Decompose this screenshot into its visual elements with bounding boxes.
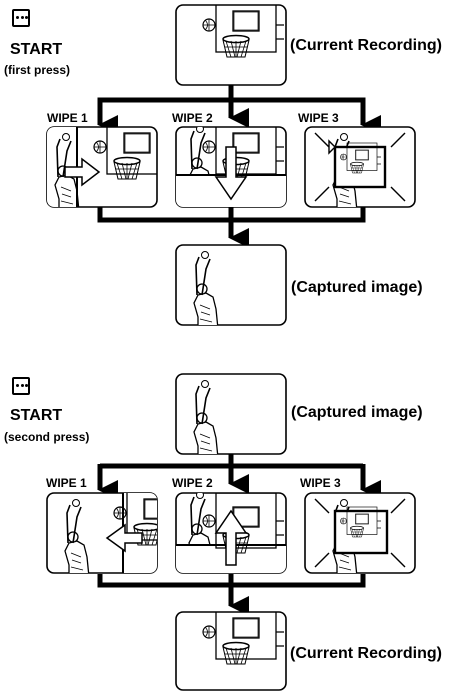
wipe-3-frame: [304, 126, 416, 208]
bottom-caption: (Current Recording): [290, 645, 442, 662]
flow-connector: [97, 85, 381, 248]
current-recording-frame: [175, 4, 287, 86]
wipe-1-label: WIPE 1: [47, 111, 88, 125]
wipe-3-frame: [304, 492, 416, 574]
wipe-2-frame: [175, 492, 287, 574]
top-caption: (Captured image): [291, 404, 423, 421]
shrink-arrows-icon: [314, 132, 406, 202]
left-arrow-icon: [105, 523, 143, 553]
bottom-caption: (Captured image): [291, 279, 423, 296]
wipe-1-label: WIPE 1: [46, 476, 87, 490]
wipe-2-frame: [175, 126, 287, 208]
wipe-2-label: WIPE 2: [172, 476, 213, 490]
up-arrow-icon: [214, 509, 248, 566]
start-label: START: [10, 407, 63, 424]
expand-arrows-icon: [314, 498, 406, 568]
top-caption: (Current Recording): [290, 37, 442, 54]
start-button-icon: [12, 377, 30, 395]
right-arrow-icon: [64, 157, 101, 187]
press-label: (second press): [4, 430, 90, 444]
flow-connector: [97, 454, 381, 616]
start-button-icon: [12, 9, 30, 27]
wipe-3-label: WIPE 3: [300, 476, 341, 490]
down-arrow-icon: [214, 146, 248, 201]
first-press-section: [46, 4, 416, 326]
wipe-2-label: WIPE 2: [172, 111, 213, 125]
wipe-1-frame: [46, 492, 158, 574]
captured-image-frame: [175, 373, 287, 455]
wipe-1-frame: [46, 126, 158, 208]
second-press-section: [46, 373, 416, 691]
current-recording-frame: [175, 611, 287, 691]
captured-image-frame: [175, 244, 287, 326]
wipe-3-label: WIPE 3: [298, 111, 339, 125]
start-label: START: [10, 41, 63, 58]
press-label: (first press): [4, 63, 71, 77]
